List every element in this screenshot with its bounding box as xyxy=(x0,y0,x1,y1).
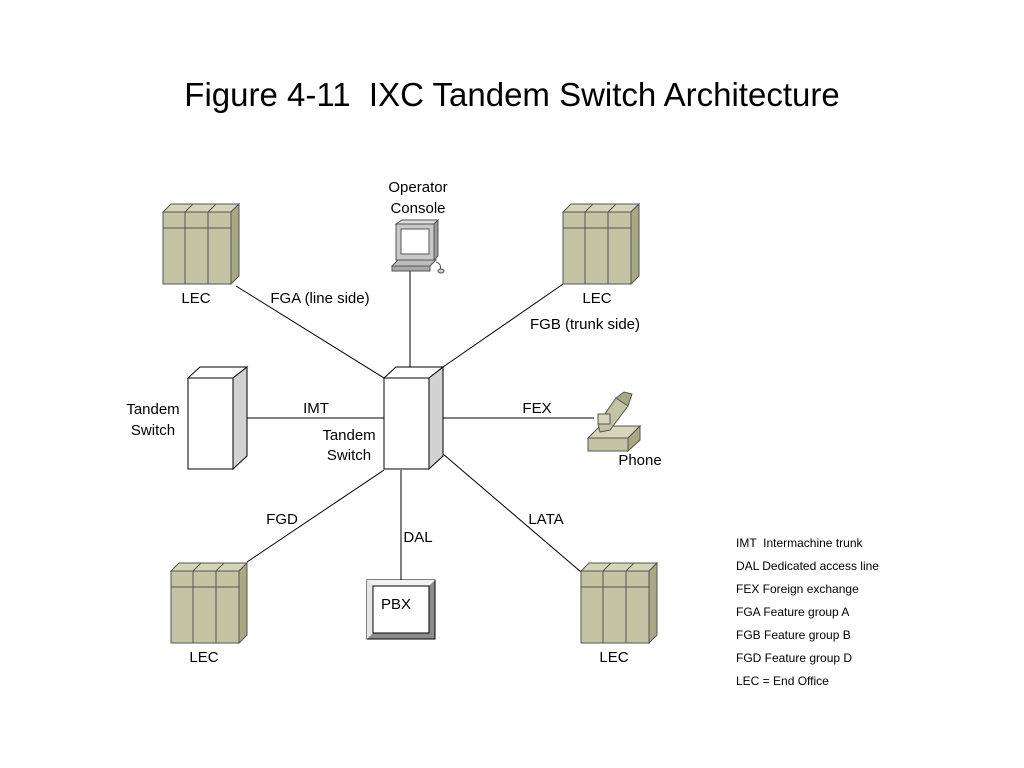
fex-label: FEX xyxy=(522,400,551,417)
imt-label: IMT xyxy=(303,400,329,417)
lec-top-left-label: LEC xyxy=(181,290,210,307)
legend-item: DAL Dedicated access line xyxy=(736,559,879,573)
operator-console-computer-icon xyxy=(390,218,445,274)
operator-console-label-line1: Operator xyxy=(388,179,447,196)
legend-item: FGB Feature group B xyxy=(736,628,851,642)
legend-item: FEX Foreign exchange xyxy=(736,582,859,596)
lec-bottom-right-rack-icon xyxy=(580,562,658,644)
fgb-label: FGB (trunk side) xyxy=(530,316,640,333)
tandem-switch-left-label-line2: Switch xyxy=(131,422,175,439)
fga-label: FGA (line side) xyxy=(270,290,369,307)
legend: IMT Intermachine trunk DAL Dedicated acc… xyxy=(736,536,879,688)
lec-bottom-left-rack-icon xyxy=(170,562,248,644)
dal-label: DAL xyxy=(403,529,432,546)
fgb-line xyxy=(442,281,567,368)
legend-item: FGA Feature group A xyxy=(736,605,849,619)
lec-top-right-rack-icon xyxy=(562,203,640,285)
lec-bottom-right-label: LEC xyxy=(599,649,628,666)
tandem-switch-left-icon xyxy=(186,365,249,471)
fgd-line xyxy=(246,469,385,563)
legend-item: FGD Feature group D xyxy=(736,651,852,665)
connection-lines xyxy=(235,270,594,580)
tandem-switch-center-label-line1: Tandem xyxy=(322,427,375,444)
pbx-box xyxy=(366,579,436,640)
fga-line xyxy=(235,285,385,379)
diagram-title: Figure 4-11 IXC Tandem Switch Architectu… xyxy=(184,76,840,113)
lata-label: LATA xyxy=(528,511,563,528)
phone-icon xyxy=(586,391,642,453)
tandem-switch-left-label-line1: Tandem xyxy=(126,401,179,418)
lata-line xyxy=(442,453,582,573)
lec-top-left-rack-icon xyxy=(162,203,240,285)
lec-bottom-left-label: LEC xyxy=(189,649,218,666)
legend-item: LEC = End Office xyxy=(736,674,829,688)
tandem-switch-center-icon xyxy=(382,365,445,471)
lec-top-right-label: LEC xyxy=(582,290,611,307)
phone-label: Phone xyxy=(618,452,661,469)
pbx-label: PBX xyxy=(381,596,411,613)
tandem-switch-center-label-line2: Switch xyxy=(327,447,371,464)
fgd-label: FGD xyxy=(266,511,298,528)
legend-item: IMT Intermachine trunk xyxy=(736,536,863,550)
operator-console-label-line2: Console xyxy=(390,200,445,217)
